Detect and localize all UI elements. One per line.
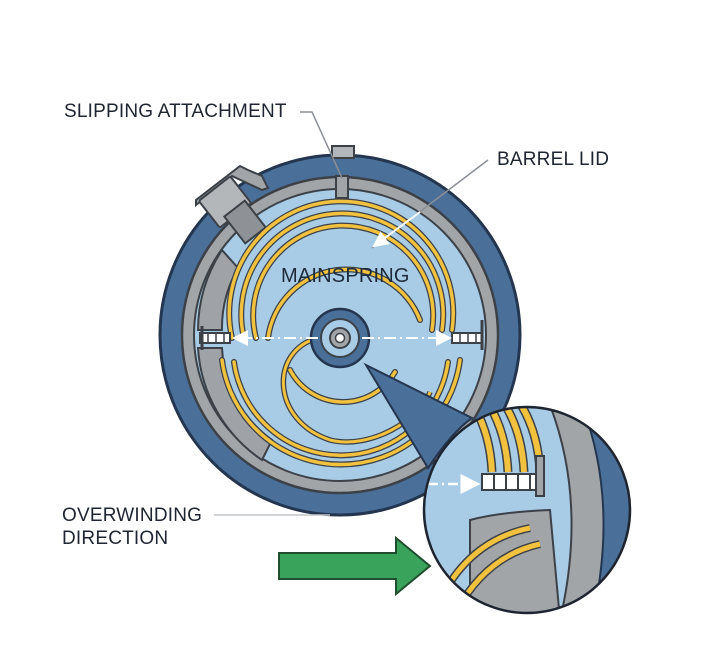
right-bracket <box>451 320 484 350</box>
overwinding-line-1: OVERWINDING <box>62 505 203 526</box>
slipping-attachment-hook <box>335 175 349 199</box>
top-left-notch <box>195 164 270 245</box>
barrel-lid-leader-arrow <box>372 211 421 248</box>
mainspring-coils-gold <box>227 199 455 340</box>
overwinding-direction-label: OVERWINDING DIRECTION <box>62 504 202 550</box>
zoom-detail <box>422 405 632 615</box>
slipping-attachment-leader <box>300 111 343 179</box>
overwinding-line-2: DIRECTION <box>62 528 169 549</box>
left-bracket <box>199 326 231 350</box>
top-tab <box>331 145 355 159</box>
overwinding-arrow <box>278 535 432 597</box>
arbor-center <box>334 332 346 344</box>
slipping-attachment-label: SLIPPING ATTACHMENT <box>64 101 287 122</box>
zoom-cone <box>363 362 474 470</box>
mainspring-label: MAINSPRING <box>281 265 410 287</box>
barrel-lid-label: BARREL LID <box>497 149 610 170</box>
